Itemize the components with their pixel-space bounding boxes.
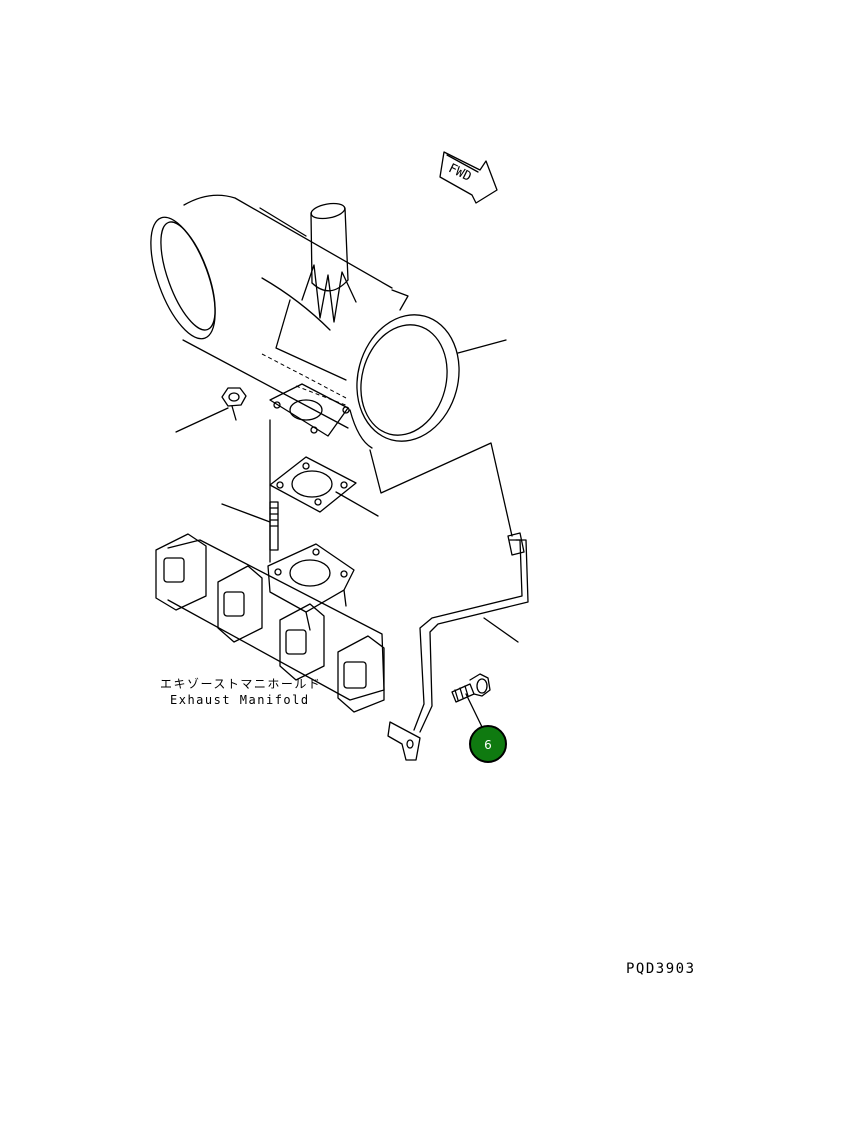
exhaust-manifold <box>155 533 385 713</box>
stud-bolt <box>269 501 279 551</box>
muffler <box>150 194 460 449</box>
leader-lines <box>175 207 519 730</box>
support-rod <box>387 532 529 761</box>
drawing-code: PQD3903 <box>626 961 696 977</box>
callout-6[interactable]: 6 <box>469 725 507 763</box>
fwd-arrow-icon: FWD <box>439 151 498 204</box>
part-label-english: Exhaust Manifold <box>170 693 310 707</box>
nut <box>221 387 247 421</box>
muffler-flange <box>269 383 350 437</box>
callout-6-number: 6 <box>484 738 492 752</box>
part-label-japanese: エキゾーストマニホールド <box>160 677 321 691</box>
bolt <box>451 673 491 703</box>
gasket <box>269 456 357 513</box>
